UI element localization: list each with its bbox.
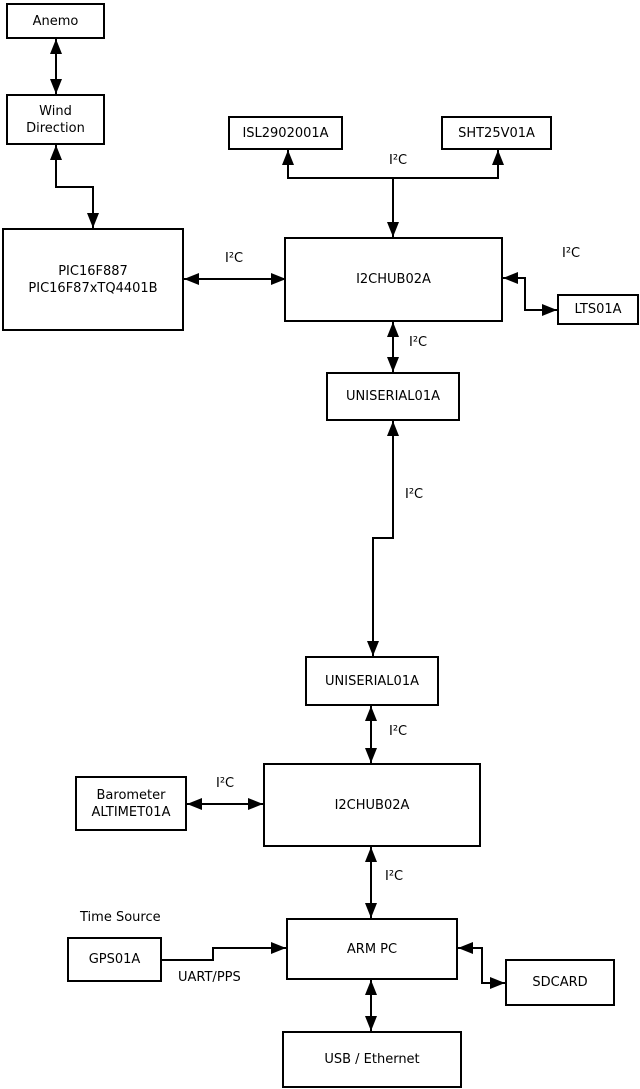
node-arm-pc-label: ARM PC [346,941,398,957]
edge-label-i2c-hub-arm: I²C [385,869,404,884]
node-barometer: Barometer ALTIMET01A [75,776,187,831]
edge-label-i2c-barometer-hub: I²C [216,776,235,791]
node-gps01a-label: GPS01A [88,952,141,967]
node-wind-direction-label: Wind [39,103,72,119]
node-usb-ethernet: USB / Ethernet [282,1031,462,1088]
node-sdcard: SDCARD [505,959,615,1006]
edge-label-i2c-sensor-branch: I²C [389,153,408,168]
node-arm-pc: ARM PC [286,918,458,980]
node-wind-direction: Wind Direction [6,94,105,145]
edge-label-i2c-pic-hub: I²C [225,251,244,266]
node-pic-label: PIC16F887 [58,263,128,279]
node-lts01a-label: LTS01A [574,302,622,317]
node-i2chub-bottom: I2CHUB02A [263,763,481,847]
edge-winddirection-pic [50,145,99,228]
node-sdcard-label: SDCARD [532,975,588,990]
node-isl2902001a-label: ISL2902001A [242,125,329,141]
node-barometer-label2: ALTIMET01A [91,804,171,820]
node-pic-label2: PIC16F87xTQ4401B [28,280,158,296]
node-i2chub-top-label: I2CHUB02A [356,272,431,287]
node-usb-ethernet-label: USB / Ethernet [324,1052,420,1067]
edge-i2chub-top-lts [503,272,557,316]
node-lts01a: LTS01A [557,294,639,325]
node-sht25v01a: SHT25V01A [441,116,552,150]
edge-label-i2c-uniserial-hub-bottom: I²C [389,724,408,739]
node-uniserial-bottom: UNISERIAL01A [305,656,439,706]
edge-gps-armpc [162,942,286,961]
node-anemo-label: Anemo [32,13,79,29]
node-isl2902001a: ISL2902001A [228,116,343,150]
node-gps01a: GPS01A [67,937,162,982]
edge-label-time-source: Time Source [80,910,161,925]
edge-label-i2c-hub-lts: I²C [562,246,581,261]
node-wind-direction-label2: Direction [26,120,85,136]
edge-armpc-sdcard [458,942,505,989]
node-uniserial-top-label: UNISERIAL01A [346,389,440,404]
node-uniserial-top: UNISERIAL01A [326,372,460,421]
edge-label-i2c-uniserial-link: I²C [405,487,424,502]
edge-label-uart-pps: UART/PPS [178,970,241,985]
node-i2chub-bottom-label: I2CHUB02A [334,797,410,813]
node-barometer-label: Barometer [96,787,166,803]
node-anemo: Anemo [6,3,105,39]
edge-label-i2c-hub-uniserial-top: I²C [409,335,428,350]
node-uniserial-bottom-label: UNISERIAL01A [325,673,419,689]
node-i2chub-top: I2CHUB02A [284,237,503,322]
edge-uniserial-link [367,421,399,656]
node-pic: PIC16F887 PIC16F87xTQ4401B [2,228,184,331]
node-sht25v01a-label: SHT25V01A [458,125,535,141]
